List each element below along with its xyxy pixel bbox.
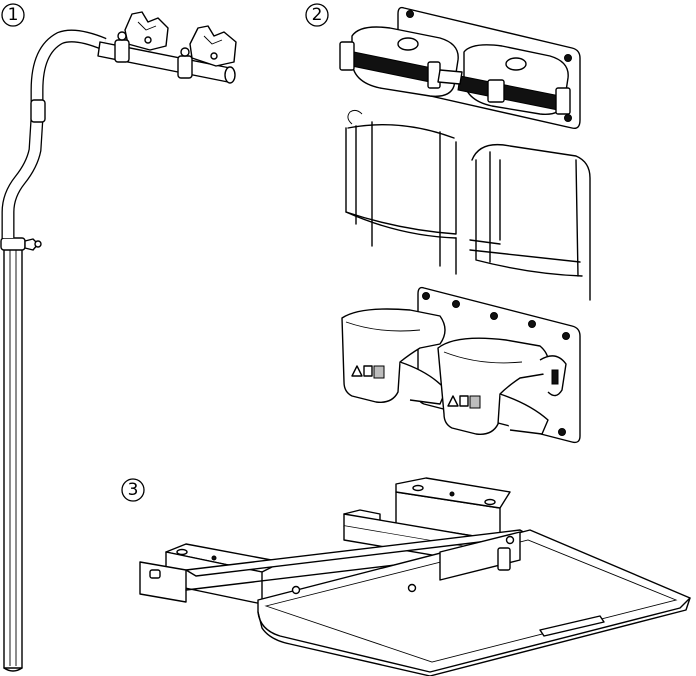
info-book-icon	[363, 365, 373, 377]
strap-bracket	[339, 6, 581, 130]
tray-bracket-front	[139, 543, 283, 605]
hazard-symbol-icon	[469, 395, 481, 409]
callout-1-label: 1	[8, 5, 19, 25]
pole-mount-assembly	[0, 11, 237, 672]
warning-triangle-icon	[447, 395, 459, 407]
warning-label-right	[447, 395, 481, 409]
holder-left	[114, 11, 169, 63]
bent-arm	[1, 29, 107, 238]
holster-bracket	[341, 286, 581, 444]
holster-right	[437, 337, 549, 435]
callout-3-label: 3	[128, 480, 139, 500]
warning-label-left	[351, 365, 385, 379]
pole-clamp	[0, 237, 42, 251]
vertical-pole	[3, 243, 23, 672]
wire-basket-right	[469, 143, 591, 301]
callout-3: 3	[121, 478, 145, 502]
tray	[257, 529, 691, 676]
callout-2-label: 2	[312, 5, 323, 25]
info-book-icon	[459, 395, 469, 407]
hazard-symbol-icon	[373, 365, 385, 379]
callout-2: 2	[305, 3, 329, 27]
warning-triangle-icon	[351, 365, 363, 377]
holder-bar	[97, 11, 237, 84]
sliding-tray-assembly	[139, 477, 691, 676]
holder-right	[177, 25, 237, 79]
holster-left	[341, 308, 447, 405]
wire-basket-left	[345, 109, 457, 275]
callout-1: 1	[1, 3, 25, 27]
